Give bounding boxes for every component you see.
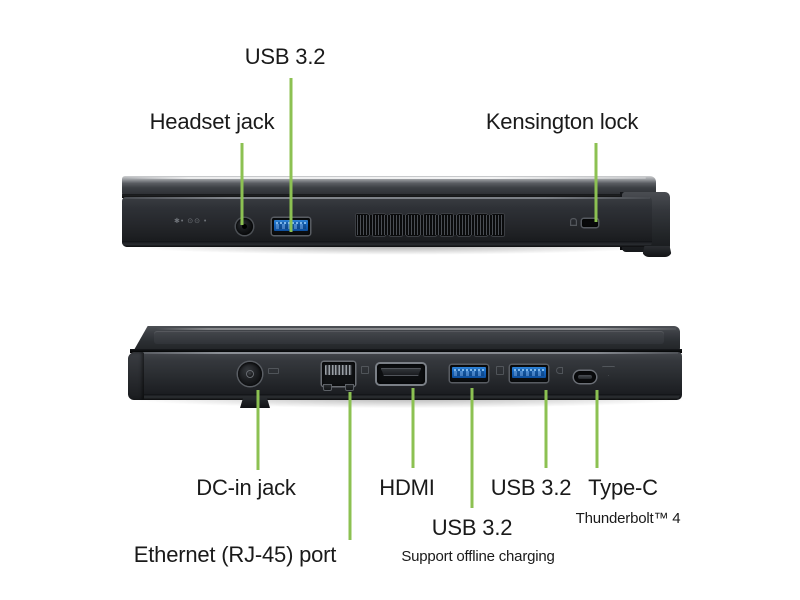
vent — [491, 213, 505, 237]
chassis-left-corner — [128, 352, 144, 400]
audio-jack-port — [236, 218, 253, 235]
chassis-top-highlight — [124, 197, 650, 199]
label-headset-jack: Headset jack — [149, 109, 275, 134]
label-type-c: Type-C — [588, 475, 658, 500]
label-offline-charging: Support offline charging — [401, 548, 555, 565]
rj45-port — [322, 362, 355, 391]
laptop-floor-shadow — [128, 398, 688, 408]
ethernet-icon — [361, 366, 369, 374]
usb-a-port-2 — [510, 365, 548, 382]
lid-highlight — [126, 177, 646, 179]
leader-line-usb-32-lower — [470, 388, 474, 508]
leader-line-hdmi — [411, 388, 415, 468]
rj45-clip — [323, 384, 332, 391]
label-ethernet-rj45: Ethernet (RJ-45) port — [133, 542, 337, 567]
label-usb-32-top: USB 3.2 — [244, 44, 326, 69]
usb-c-port — [574, 371, 596, 383]
vent-array — [355, 213, 505, 237]
leader-line-dc-in-jack — [256, 390, 260, 470]
label-dc-in-jack: DC-in jack — [196, 475, 296, 500]
lid-inner-panel — [154, 331, 664, 344]
usb-tongue — [512, 367, 546, 378]
lid-body-seam — [122, 194, 656, 198]
hdmi-port — [377, 364, 425, 384]
leader-line-headset-jack — [240, 143, 244, 225]
label-hdmi: HDMI — [379, 475, 435, 500]
leader-line-kensington-lock — [594, 143, 598, 222]
laptop-right-side-illustration: ✱• ⊙⊙ • — [122, 176, 672, 264]
leader-line-type-c — [595, 390, 599, 468]
rubber-foot — [240, 398, 270, 408]
usb-tongue — [452, 367, 486, 378]
label-thunderbolt-4: Thunderbolt™ 4 — [575, 510, 681, 527]
dc-polarity-icon — [268, 368, 279, 374]
dc-in-port — [238, 362, 262, 386]
label-kensington-lock: Kensington lock — [485, 109, 639, 134]
laptop-rear-illustration — [128, 326, 688, 416]
usb-battery-icon — [496, 366, 504, 375]
rubber-foot — [642, 246, 672, 257]
leader-line-usb-32-top — [289, 78, 293, 232]
lid-body-seam — [130, 349, 682, 353]
thunderbolt-icon — [556, 367, 563, 374]
kensington-lock-icon — [570, 218, 577, 226]
chassis-top-highlight — [138, 352, 678, 354]
lid-highlight — [156, 328, 676, 330]
rj45-clip — [345, 384, 354, 391]
label-usb-32-upper: USB 3.2 — [490, 475, 572, 500]
chassis-bottom-edge — [130, 394, 680, 400]
label-usb-32-lower: USB 3.2 — [431, 515, 513, 540]
laptop-lid-top — [122, 176, 656, 195]
leader-line-usb-32-upper — [544, 390, 548, 468]
laptop-floor-shadow — [124, 246, 664, 255]
chassis-bottom-edge — [122, 241, 652, 247]
leader-line-ethernet-rj45 — [348, 392, 352, 540]
kensington-slot — [582, 219, 598, 227]
silkscreen-icons: ✱• ⊙⊙ • — [174, 218, 208, 225]
usb-a-port-1 — [450, 365, 488, 382]
